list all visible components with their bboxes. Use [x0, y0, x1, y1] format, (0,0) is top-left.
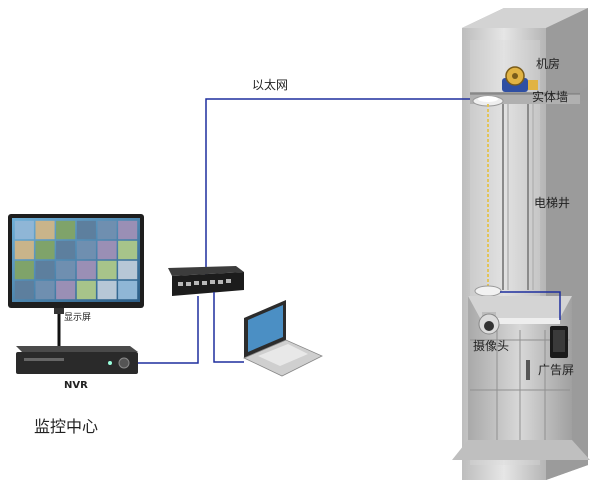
cab-network-cable: [500, 291, 561, 320]
ad-screen-label: 广告屏: [538, 363, 574, 377]
solid-wall-label: 实体墙: [532, 89, 568, 104]
video-tile: [118, 240, 138, 260]
video-tile: [76, 220, 96, 240]
wireless-bridge-cab-icon: [474, 285, 502, 297]
machine-room-label: 机房: [536, 56, 560, 71]
video-tile: [56, 280, 76, 300]
laptop-icon: [243, 300, 323, 377]
ethernet-line: [205, 98, 470, 282]
camera-label: 摄像头: [473, 338, 509, 353]
video-tile: [56, 240, 76, 260]
video-tile: [35, 240, 55, 260]
video-tile: [76, 260, 96, 280]
video-tile: [97, 280, 117, 300]
monitor-video-tiles: [14, 220, 138, 300]
ethernet-label: 以太网: [252, 77, 288, 92]
video-tile: [35, 280, 55, 300]
video-tile: [35, 220, 55, 240]
nvr-switch-cable: [138, 296, 199, 364]
video-tile: [97, 260, 117, 280]
nvr-recorder-icon: [16, 346, 138, 374]
video-tile: [56, 260, 76, 280]
switch-laptop-cable: [213, 292, 244, 363]
video-tile: [118, 220, 138, 240]
elevator-shaft-label: 电梯井: [534, 196, 570, 210]
video-tile: [14, 280, 34, 300]
video-tile: [76, 240, 96, 260]
elevator-rails: [502, 104, 534, 290]
machine-room-motor-icon: [502, 66, 538, 92]
video-tile: [118, 260, 138, 280]
video-tile: [97, 220, 117, 240]
display-monitor-icon: [8, 214, 144, 314]
video-tile: [76, 280, 96, 300]
video-tile: [97, 240, 117, 260]
video-tile: [118, 280, 138, 300]
video-tile: [35, 260, 55, 280]
ad-screen-icon: [550, 326, 568, 358]
video-tile: [14, 240, 34, 260]
display-label: 显示屏: [64, 312, 91, 323]
network-switch-icon: [168, 266, 244, 296]
elevator-cab: [452, 296, 590, 460]
nvr-label: NVR: [64, 380, 88, 391]
dome-camera-icon: [478, 312, 500, 335]
video-tile: [14, 260, 34, 280]
video-tile: [14, 220, 34, 240]
video-tile: [56, 220, 76, 240]
monitoring-center-label: 监控中心: [34, 417, 98, 436]
